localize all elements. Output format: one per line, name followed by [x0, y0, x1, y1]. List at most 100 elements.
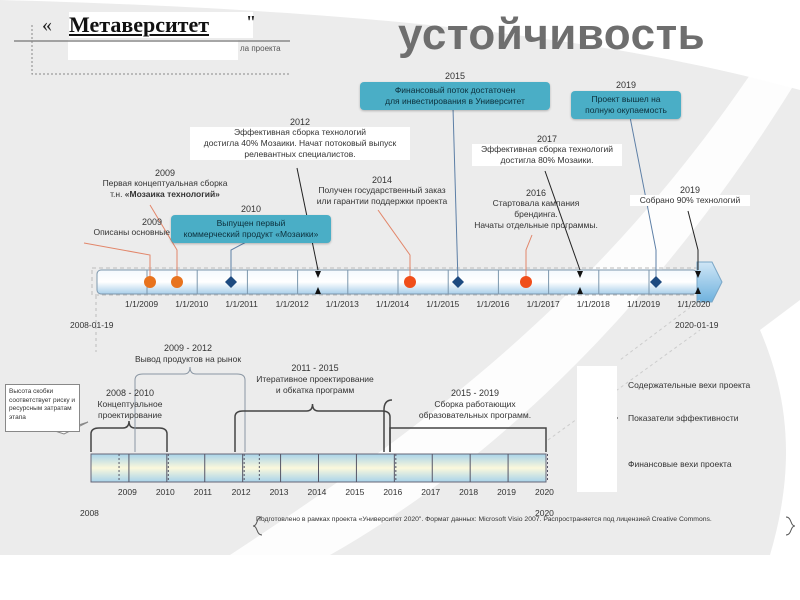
milestone-year: 2012 [289, 117, 311, 127]
phase-years: 2015 - 2019 [450, 388, 500, 398]
milestone-text-line: Эффективная сборка технологий [234, 127, 366, 137]
footer-brace-right [785, 516, 796, 536]
phase-bracket [90, 420, 168, 452]
milestone-connector [687, 210, 699, 270]
lower-tick-label: 2012 [231, 487, 251, 497]
milestone-text-line: Собрано 90% технологий [639, 195, 741, 205]
financial-milestone-marker [650, 276, 662, 288]
footer-credit: Подготовлено в рамках проекта «Университ… [256, 516, 712, 523]
kpi-marker-bottom [315, 287, 321, 294]
milestone-text-line: достигла 80% Мозаики. [500, 155, 594, 165]
header-dashed-frame [31, 25, 290, 75]
upper-start-label: 2008-01-19 [70, 320, 114, 330]
milestone-text-line: Выпущен первый [216, 218, 286, 228]
milestone-text-line: коммерческий продукт «Мозаики» [183, 229, 319, 239]
lower-start-label: 2008 [80, 508, 99, 518]
lower-end-label: 2020 [535, 508, 554, 518]
content-milestone-marker [520, 276, 532, 288]
milestone-connector [525, 234, 533, 282]
phase-text-line: проектирование [97, 410, 162, 420]
phase-text-line: Итеративное проектирование [256, 374, 374, 384]
content-milestone-marker [404, 276, 416, 288]
upper-tick-label: 1/1/2018 [576, 299, 610, 309]
phase-text-line: и обкатка программ [275, 385, 355, 395]
upper-tick-label: 1/1/2017 [526, 299, 560, 309]
phase-bracket-tail [383, 399, 393, 452]
legend-label-kpi: Показатели эффективности [628, 413, 739, 423]
milestone-year: 2019 [615, 80, 637, 90]
kpi-marker-top [695, 271, 701, 278]
milestone-connector [452, 107, 459, 283]
brand-title: Метаверситет [69, 12, 254, 38]
upper-tick-label: 1/1/2019 [627, 299, 661, 309]
decor-swoosh-top [0, 0, 800, 90]
lower-to-legend-guide [547, 329, 701, 441]
upper-tick-label: 1/1/2014 [376, 299, 410, 309]
milestone-connector [377, 209, 411, 282]
header-quote-open: « [42, 14, 52, 36]
phase-years: 2009 - 2012 [163, 343, 213, 353]
milestone-text-line: или гарантии поддержки проекта [316, 196, 448, 206]
milestone-connector [544, 170, 581, 271]
milestone-connector [83, 242, 151, 282]
kpi-marker-bottom [695, 287, 701, 294]
milestone-text-line: релевантных специалистов. [244, 149, 356, 159]
lower-tick-label: 2019 [497, 487, 516, 497]
upper-tick-label: 1/1/2013 [325, 299, 359, 309]
kpi-marker-bottom [577, 287, 583, 294]
financial-milestone-marker [452, 276, 464, 288]
upper-bar-body [96, 269, 698, 295]
milestone-text-line: Эффективная сборка технологий [481, 144, 613, 154]
milestone-text-line: брендинга. [514, 209, 558, 219]
lower-tick-label: 2010 [155, 487, 175, 497]
upper-tick-label: 1/1/2011 [225, 299, 258, 309]
milestone-year: 2017 [536, 134, 558, 144]
milestone-text-line: т.н. «Мозаика технологий» [110, 189, 220, 199]
lower-tick-label: 2018 [459, 487, 479, 497]
milestone-connector [149, 204, 178, 282]
milestone-year: 2019 [679, 185, 701, 195]
upper-tick-label: 1/1/2009 [125, 299, 159, 309]
milestone-text-line: Описаны основные процессы [93, 227, 211, 237]
lower-tick-label: 2013 [269, 487, 289, 497]
milestone-year: 2010 [240, 204, 262, 214]
lower-tick-label: 2016 [383, 487, 403, 497]
header-white-box [68, 40, 238, 60]
lower-tick-label: 2020 [535, 487, 554, 497]
bracket-height-note: Высота скобки соответствует риску и ресу… [5, 384, 80, 432]
phase-text-line: образовательных программ. [418, 410, 532, 420]
lower-tick-label: 2014 [307, 487, 327, 497]
milestone-year: 2009 [141, 217, 163, 227]
upper-tick-label: 1/1/2012 [275, 299, 309, 309]
legend-label-financial: Финансовые вехи проекта [628, 459, 732, 469]
milestone-text-line: Финансовый поток достаточен [394, 85, 516, 95]
milestone-year: 2015 [444, 71, 466, 81]
phase-bracket [389, 427, 547, 452]
lower-tick-label: 2017 [421, 487, 441, 497]
milestone-text-line: Начаты отдельные программы. [474, 220, 598, 230]
milestone-year: 2016 [525, 188, 547, 198]
milestone-text-line: Получен государственный заказ [318, 185, 446, 195]
phase-bracket [234, 403, 391, 452]
upper-tick-label: 1/1/2020 [677, 299, 711, 309]
lower-tick-label: 2009 [117, 487, 137, 497]
kpi-marker-top [315, 271, 321, 278]
upper-end-guide [619, 299, 701, 361]
upper-tick-label: 1/1/2016 [476, 299, 510, 309]
kpi-marker-top [577, 271, 583, 278]
